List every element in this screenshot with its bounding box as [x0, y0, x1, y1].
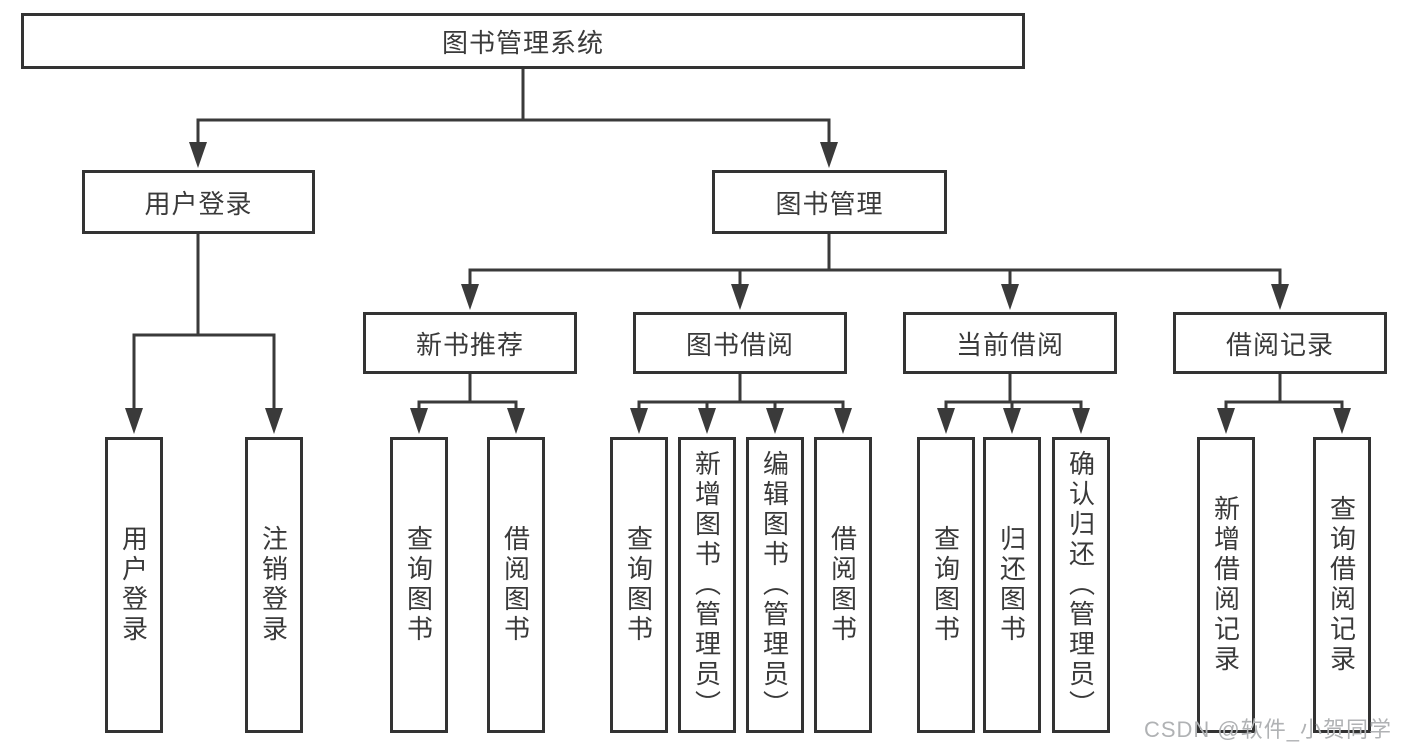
node-book-borrow: 图书借阅 — [633, 312, 847, 374]
leaf-borrow-borrow-books: 借阅图书 — [814, 437, 872, 733]
leaf-current-confirm-return-admin: 确认归还（管理员） — [1052, 437, 1110, 733]
leaf-current-confirm-return-admin-label: 确认归还（管理员） — [1065, 450, 1096, 720]
leaf-records-query-record-label: 查询借阅记录 — [1326, 495, 1357, 675]
leaf-records-add-record-label: 新增借阅记录 — [1210, 495, 1241, 675]
leaf-borrow-add-books-admin: 新增图书（管理员） — [678, 437, 736, 733]
node-user-login-branch: 用户登录 — [82, 170, 315, 234]
arrowhead-icon — [189, 142, 207, 168]
leaf-logout: 注销登录 — [245, 437, 303, 733]
leaf-current-query-books-label: 查询图书 — [930, 525, 961, 645]
node-book-management-branch: 图书管理 — [712, 170, 947, 234]
arrowhead-icon — [1001, 284, 1019, 310]
arrowhead-icon — [1271, 284, 1289, 310]
arrowhead-icon — [125, 408, 143, 434]
leaf-borrow-add-books-admin-label: 新增图书（管理员） — [691, 450, 722, 720]
leaf-recommend-borrow-books-label: 借阅图书 — [500, 525, 531, 645]
leaf-records-query-record: 查询借阅记录 — [1313, 437, 1371, 733]
node-current-borrow: 当前借阅 — [903, 312, 1117, 374]
arrowhead-icon — [834, 408, 852, 434]
leaf-recommend-query-books-label: 查询图书 — [403, 525, 434, 645]
leaf-records-add-record: 新增借阅记录 — [1197, 437, 1255, 733]
leaf-recommend-borrow-books: 借阅图书 — [487, 437, 545, 733]
leaf-user-login: 用户登录 — [105, 437, 163, 733]
arrowhead-icon — [1072, 408, 1090, 434]
leaf-borrow-query-books: 查询图书 — [610, 437, 668, 733]
leaf-user-login-label: 用户登录 — [118, 525, 149, 645]
leaf-logout-label: 注销登录 — [258, 525, 289, 645]
node-root: 图书管理系统 — [21, 13, 1025, 69]
leaf-borrow-edit-books-admin: 编辑图书（管理员） — [746, 437, 804, 733]
leaf-borrow-query-books-label: 查询图书 — [623, 525, 654, 645]
leaf-recommend-query-books: 查询图书 — [390, 437, 448, 733]
arrowhead-icon — [731, 284, 749, 310]
arrowhead-icon — [766, 408, 784, 434]
arrowhead-icon — [410, 408, 428, 434]
connector-path — [132, 67, 1344, 414]
arrowhead-icon — [937, 408, 955, 434]
leaf-borrow-edit-books-admin-label: 编辑图书（管理员） — [759, 450, 790, 720]
arrowhead-icon — [1003, 408, 1021, 434]
leaf-borrow-borrow-books-label: 借阅图书 — [827, 525, 858, 645]
arrowhead-icon — [1333, 408, 1351, 434]
arrowhead-icon — [630, 408, 648, 434]
arrowhead-icon — [1217, 408, 1235, 434]
leaf-current-return-books-label: 归还图书 — [996, 525, 1027, 645]
leaf-current-query-books: 查询图书 — [917, 437, 975, 733]
node-borrow-records: 借阅记录 — [1173, 312, 1387, 374]
node-new-book-recommend: 新书推荐 — [363, 312, 577, 374]
arrowhead-icon — [461, 284, 479, 310]
arrowhead-icon — [820, 142, 838, 168]
watermark: CSDN @软件_小贺同学 — [1143, 717, 1392, 742]
arrowhead-icon — [698, 408, 716, 434]
arrowhead-icon — [265, 408, 283, 434]
arrowhead-icon — [507, 408, 525, 434]
leaf-current-return-books: 归还图书 — [983, 437, 1041, 733]
